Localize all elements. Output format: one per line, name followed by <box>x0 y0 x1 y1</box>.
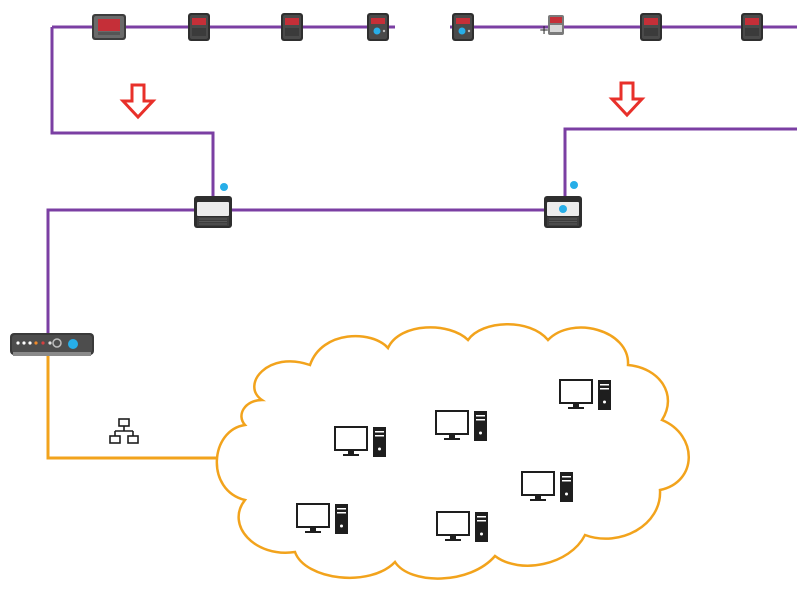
bus-wire <box>46 25 797 335</box>
data-concentrator-left <box>193 195 233 229</box>
down-arrow-icon <box>119 83 157 120</box>
meter <box>640 13 662 41</box>
meter-wide <box>92 14 126 40</box>
meter-with-status-dot <box>367 13 389 41</box>
down-arrow-icon <box>608 81 646 118</box>
meter <box>281 13 303 41</box>
status-dot <box>570 181 578 189</box>
small-meter: + <box>539 15 564 37</box>
meter <box>741 13 763 41</box>
ethernet-wire <box>46 352 222 460</box>
network-topology-icon <box>109 418 139 444</box>
meter <box>188 13 210 41</box>
meter-with-status-dot <box>452 13 474 41</box>
status-dot <box>220 183 228 191</box>
svg-text:+: + <box>539 23 549 37</box>
data-concentrator-right <box>543 195 583 229</box>
bus-to-ethernet-converter <box>10 333 94 356</box>
